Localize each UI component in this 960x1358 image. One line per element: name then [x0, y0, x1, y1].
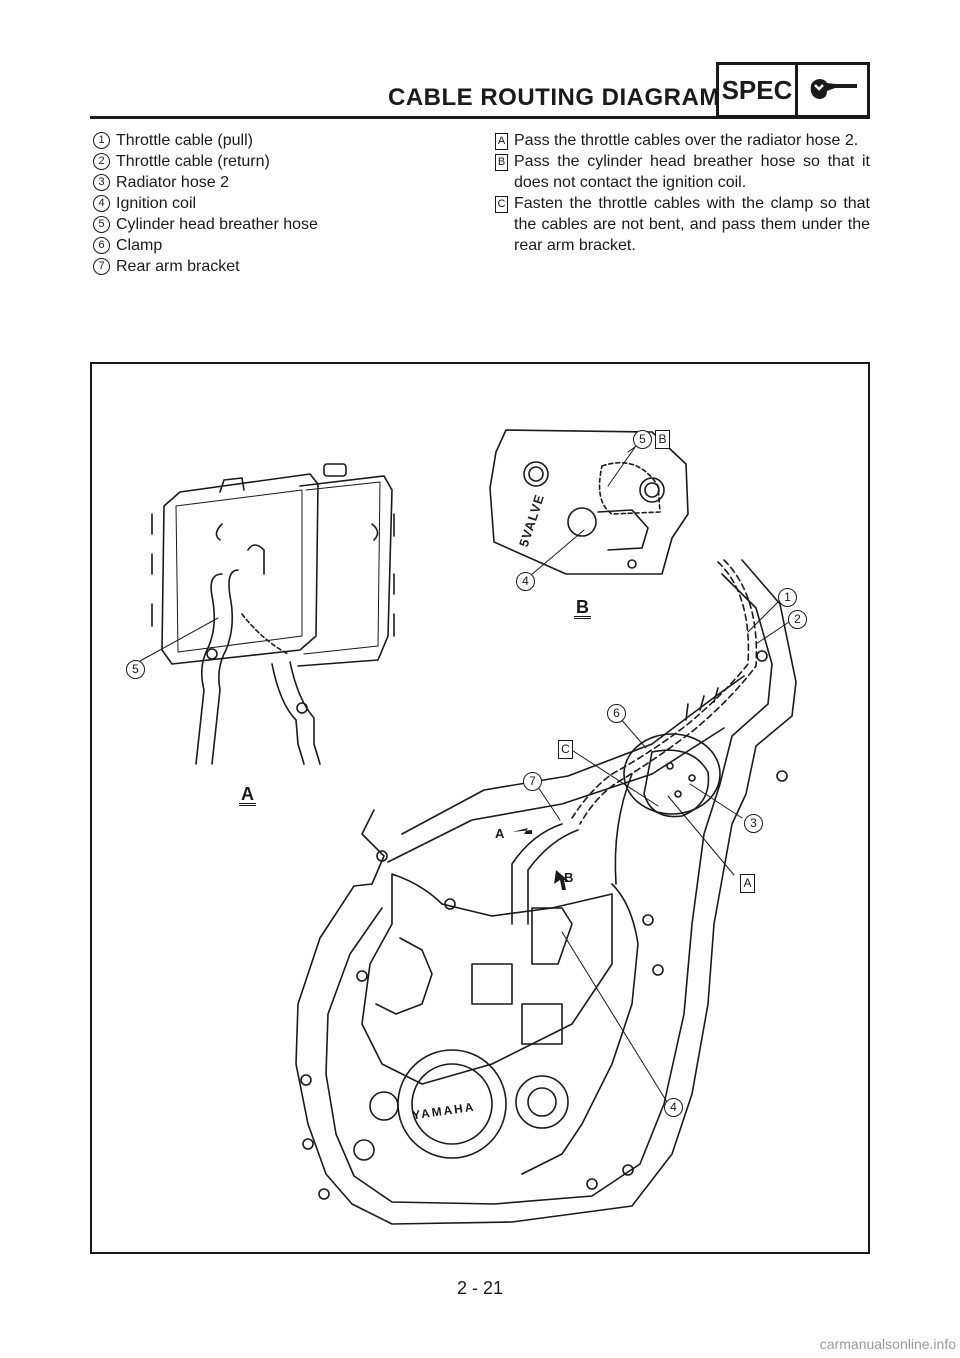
- callout-5: 5: [633, 430, 652, 449]
- wrench-icon: [798, 65, 867, 115]
- frame-and-engine-illustration: [295, 559, 797, 1225]
- callout-number: 2: [93, 153, 110, 170]
- arrow-label-b: B: [564, 870, 574, 885]
- callout-c: C: [558, 740, 573, 759]
- note-text: Pass the throttle cables over the radiat…: [514, 132, 859, 149]
- callout-6: 6: [607, 704, 626, 723]
- callout-number: 4: [93, 195, 110, 212]
- note-text: Fasten the throttle cables with the clam…: [514, 195, 870, 254]
- callout-a: A: [740, 874, 755, 893]
- legend-item: 5 Cylinder head breather hose: [93, 214, 463, 235]
- page-number: 2 - 21: [456, 1278, 504, 1298]
- legend-text: Clamp: [116, 237, 163, 254]
- view-label-a: A: [239, 784, 256, 806]
- legend-text: Throttle cable (return): [116, 153, 270, 170]
- callout-number: 3: [93, 174, 110, 191]
- note-item: C Fasten the throttle cables with the cla…: [495, 193, 870, 256]
- header-rule: [90, 116, 870, 119]
- callout-letter: C: [495, 196, 508, 213]
- callout-number: 6: [93, 237, 110, 254]
- callout-1: 1: [778, 588, 797, 607]
- cylinder-head-illustration: [489, 429, 689, 575]
- note-text: Pass the cylinder head breather hose so …: [514, 153, 870, 191]
- callout-number: 7: [93, 258, 110, 275]
- throttle-cables: [571, 559, 758, 825]
- note-item: A Pass the throttle cables over the radia…: [495, 130, 870, 151]
- routing-diagram: 5 B 4 1 2 5 6 C 7 3 A 4 A B A B 5VALVE Y…: [90, 362, 870, 1254]
- legend-text: Radiator hose 2: [116, 174, 229, 191]
- legend-item: 6 Clamp: [93, 235, 463, 256]
- legend-text: Ignition coil: [116, 195, 197, 212]
- legend-item: 7 Rear arm bracket: [93, 256, 463, 277]
- callout-number: 1: [93, 132, 110, 149]
- legend-item: 2 Throttle cable (return): [93, 151, 463, 172]
- legend-text: Cylinder head breather hose: [116, 216, 318, 233]
- callout-5: 5: [126, 660, 145, 679]
- arrow-label-a: A: [495, 826, 505, 841]
- callout-2: 2: [788, 610, 807, 629]
- callout-3: 3: [744, 814, 763, 833]
- legend-item: 4 Ignition coil: [93, 193, 463, 214]
- callout-letter: B: [495, 154, 508, 171]
- callout-7: 7: [523, 772, 542, 791]
- diagram-drawing: [139, 429, 797, 1225]
- legend-text: Rear arm bracket: [116, 258, 240, 275]
- legend-item: 3 Radiator hose 2: [93, 172, 463, 193]
- page-title: CABLE ROUTING DIAGRAM: [388, 84, 720, 111]
- callout-b: B: [655, 430, 670, 449]
- radiator-hose-2: [511, 823, 579, 925]
- parts-legend: 1 Throttle cable (pull) 2 Throttle cable (…: [93, 130, 463, 277]
- spec-label: SPEC: [719, 65, 798, 115]
- callout-letter: A: [495, 133, 508, 150]
- callout-number: 5: [93, 216, 110, 233]
- view-label-b: B: [574, 597, 591, 619]
- note-item: B Pass the cylinder head breather hose so…: [495, 151, 870, 193]
- legend-text: Throttle cable (pull): [116, 132, 253, 149]
- legend-item: 1 Throttle cable (pull): [93, 130, 463, 151]
- routing-notes: A Pass the throttle cables over the radia…: [495, 130, 870, 256]
- radiator-illustration: [151, 463, 395, 765]
- spec-badge: SPEC: [716, 62, 870, 118]
- callout-4: 4: [664, 1098, 683, 1117]
- callout-4: 4: [516, 572, 535, 591]
- watermark: carmanualsonline.info: [819, 1336, 956, 1352]
